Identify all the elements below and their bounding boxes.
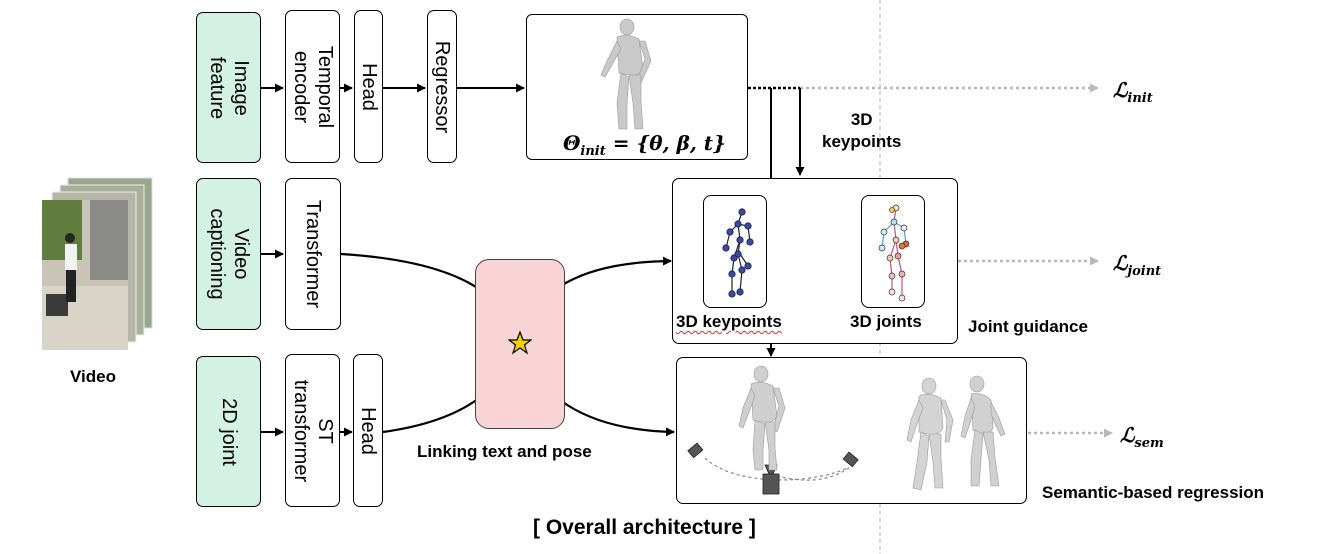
regressor-box: Regressor: [427, 10, 457, 163]
head-top-label: Head: [357, 62, 380, 111]
joint-guidance-box: 3D keypoints 3D joints: [672, 178, 958, 344]
video-captioning-box: Video captioning: [196, 178, 261, 330]
temporal-encoder-label: Temporal encoder: [289, 45, 336, 128]
joints-skeleton-icon: [878, 204, 910, 302]
joint-guidance-label: Joint guidance: [968, 317, 1088, 336]
loss-joint: ℒjoint: [1113, 251, 1162, 279]
regressor-label: Regressor: [431, 40, 453, 133]
video-label: Video: [70, 367, 116, 386]
image-feature-label: Image feature: [205, 56, 252, 119]
loss-init: ℒinit: [1113, 78, 1153, 106]
joint-2d-label: 2D joint: [217, 397, 240, 466]
semantic-regression-box: [676, 357, 1027, 504]
joints-3d-label: 3D joints: [850, 312, 922, 331]
image-feature-box: Image feature: [196, 12, 261, 163]
temporal-encoder-box: Temporal encoder: [285, 10, 340, 163]
multi-view-mesh-icon: [687, 365, 1006, 495]
linking-label: Linking text and pose: [417, 442, 592, 461]
theta-init-box: Θinit = {θ, β, t}: [526, 14, 748, 160]
video-captioning-label: Video captioning: [205, 208, 252, 300]
head-bottom-box: Head: [353, 354, 383, 507]
transformer-box: Transformer: [285, 178, 341, 330]
joints-panel: [861, 195, 925, 308]
st-transformer-label: ST transformer: [289, 379, 336, 482]
keypoints-3d-arrow-label: 3D keypoints: [822, 110, 902, 151]
keypoints-panel: [703, 195, 767, 308]
st-transformer-box: ST transformer: [285, 354, 340, 507]
head-top-box: Head: [354, 10, 383, 163]
keypoints-skeleton-icon: [722, 208, 754, 298]
video-frames: [42, 177, 153, 350]
head-bottom-label: Head: [357, 406, 379, 455]
transformer-label: Transformer: [302, 199, 324, 309]
semantic-regression-label: Semantic-based regression: [1042, 483, 1265, 502]
theta-init-formula: Θinit = {θ, β, t}: [563, 131, 726, 159]
diagram-caption: [ Overall architecture ]: [533, 516, 756, 539]
loss-sem: ℒsem: [1120, 423, 1164, 451]
joint-2d-box: 2D joint: [196, 356, 261, 507]
keypoints-3d-label: 3D keypoints: [676, 312, 782, 331]
star-icon: [508, 331, 532, 355]
human-mesh-icon: [600, 18, 652, 130]
